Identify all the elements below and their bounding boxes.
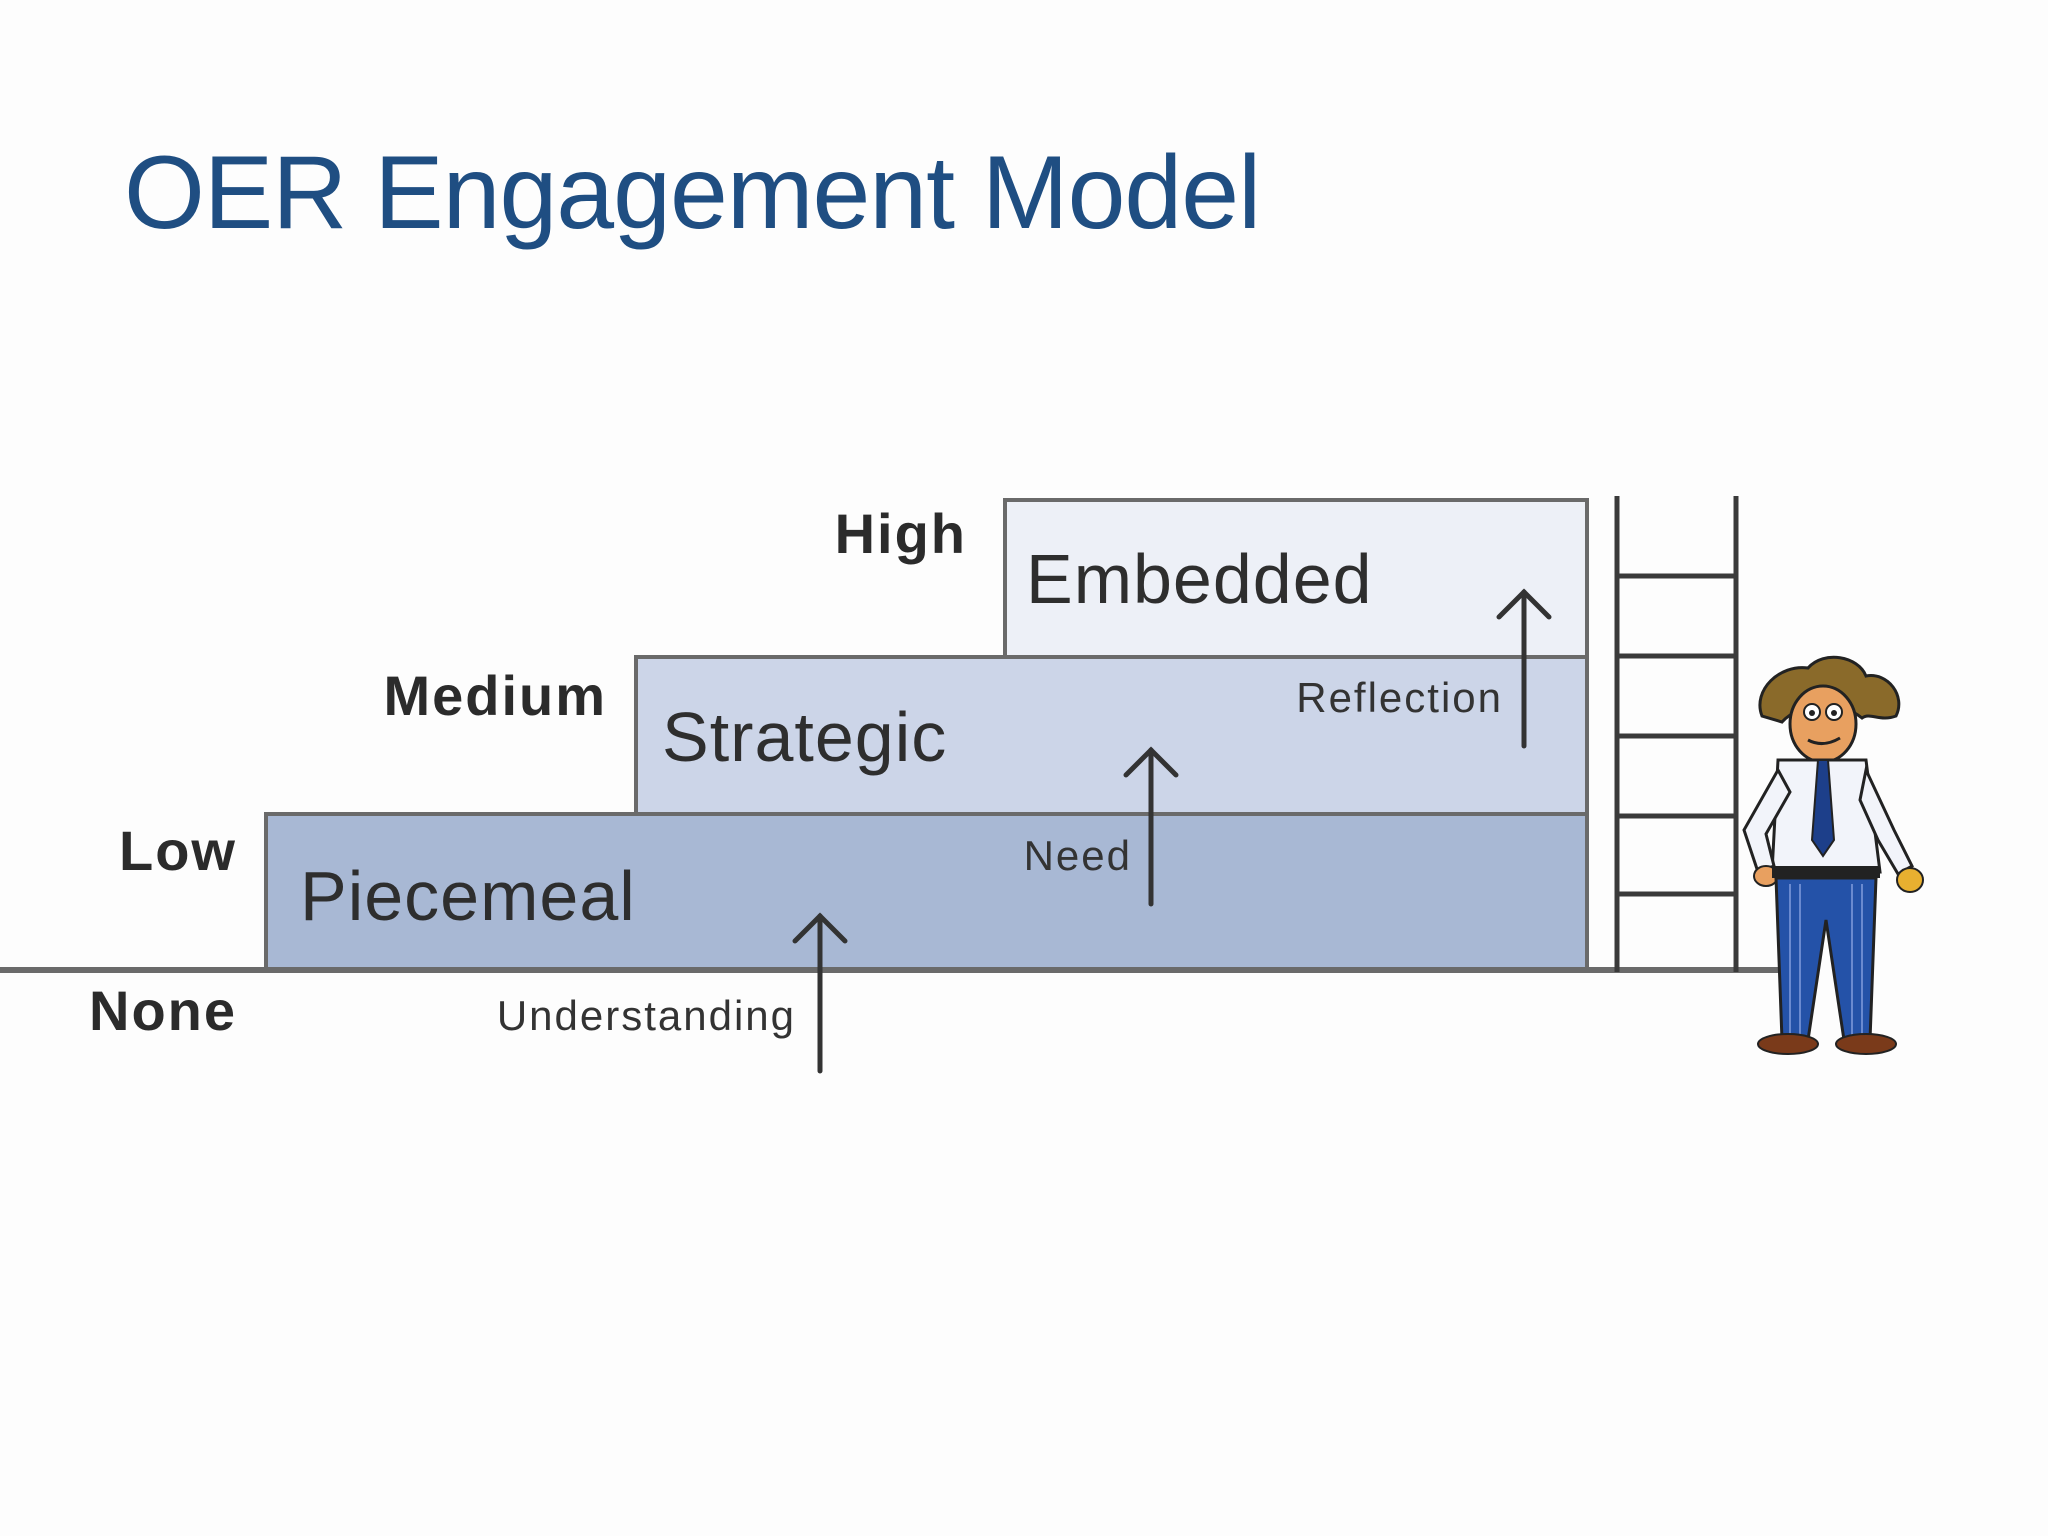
need-arrow-icon [1123, 746, 1179, 907]
step-embedded [1003, 498, 1589, 659]
reflection-arrow-icon [1496, 588, 1552, 749]
stage-piecemeal-label: Piecemeal [300, 857, 636, 935]
level-high-label: High [835, 502, 967, 565]
cartoon-person-figure [1742, 655, 1924, 1055]
driver-reflection-label: Reflection [1296, 674, 1503, 721]
step-strategic [634, 655, 1589, 816]
stage-strategic-label: Strategic [662, 698, 947, 776]
level-none-label: None [89, 979, 237, 1042]
page-title: OER Engagement Model [124, 135, 1261, 251]
level-low-label: Low [119, 819, 237, 882]
ladder-icon [1614, 496, 1739, 972]
level-medium-label: Medium [383, 664, 607, 727]
driver-need-label: Need [1024, 832, 1132, 879]
understanding-arrow-icon [792, 912, 848, 1074]
stage-embedded-label: Embedded [1026, 540, 1373, 618]
driver-understanding-label: Understanding [497, 992, 796, 1039]
step-piecemeal [264, 812, 1589, 972]
